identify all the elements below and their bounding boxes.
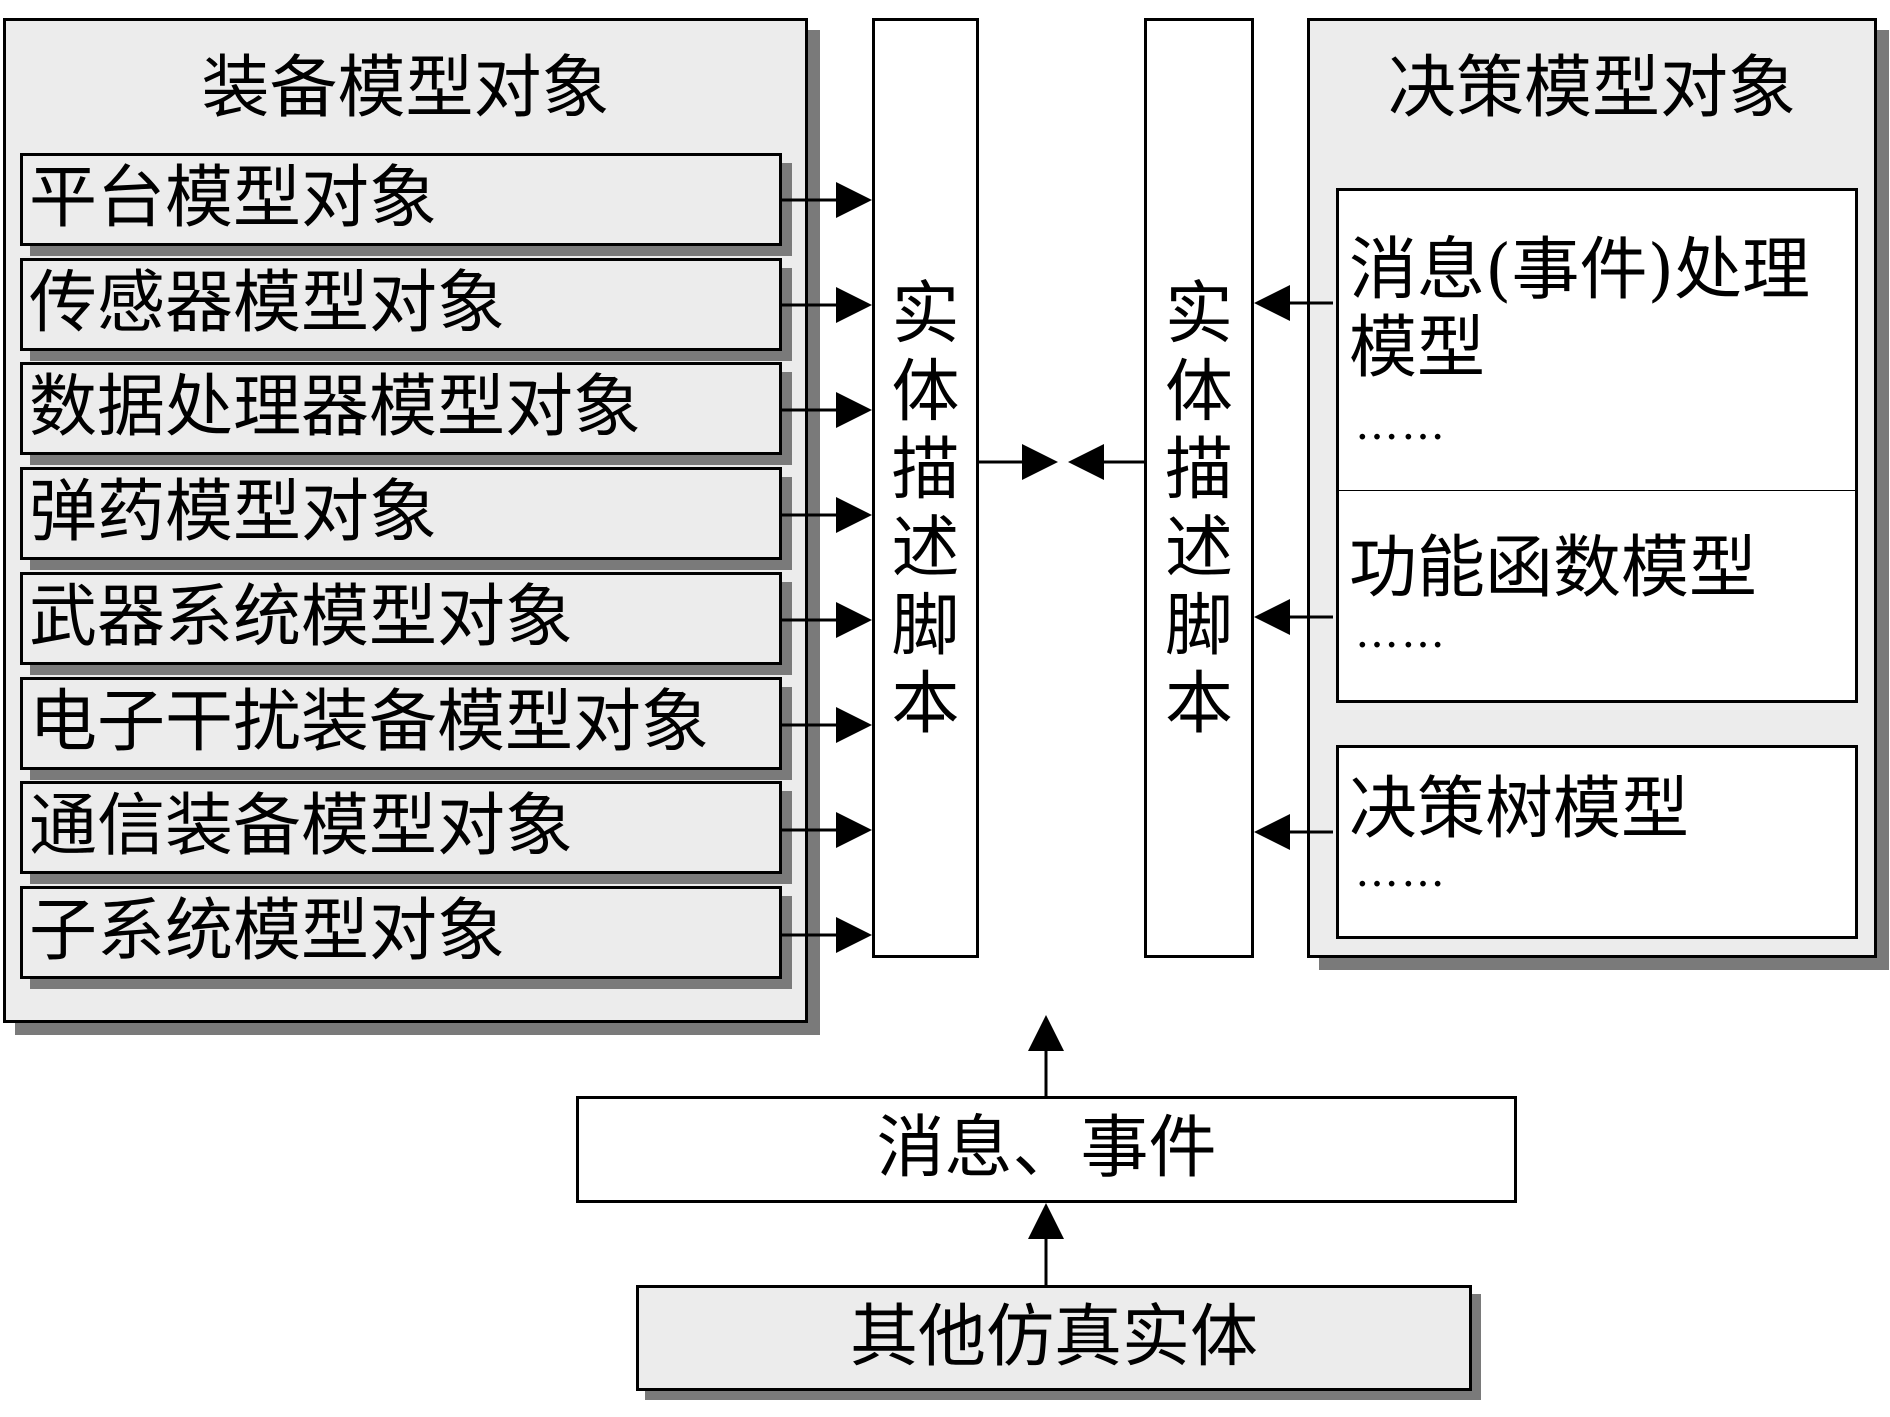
entity-script-left-char: 描 — [891, 431, 960, 510]
entity-script-right-char: 实 — [1164, 275, 1233, 354]
decision-tree-model-ellipsis: …… — [1355, 846, 1447, 897]
equipment-to-script-arrow — [780, 707, 872, 743]
equipment-item-communication: 通信装备模型对象 — [20, 781, 782, 874]
equipment-to-script-arrow — [780, 602, 872, 638]
messages-up-arrow — [1028, 1015, 1064, 1096]
equipment-item-weapon-system: 武器系统模型对象 — [20, 572, 782, 665]
entity-script-left-char: 述 — [891, 509, 960, 588]
entity-script-left-char: 实 — [891, 275, 960, 354]
function-model-ellipsis: …… — [1355, 607, 1447, 658]
entity-script-left: 实 体 描 述 脚 本 — [872, 18, 979, 958]
entity-script-right-label: 实 体 描 述 脚 本 — [1147, 276, 1251, 744]
entity-script-left-char: 本 — [891, 665, 960, 744]
equipment-item-data-processor: 数据处理器模型对象 — [20, 362, 782, 455]
messages-events-label: 消息、事件 — [876, 1109, 1217, 1188]
other-entities-to-messages-arrow — [1028, 1203, 1064, 1285]
event-model-to-script-arrow — [1254, 285, 1333, 321]
equipment-to-script-arrow — [780, 497, 872, 533]
entity-script-right-char: 脚 — [1164, 587, 1233, 666]
equipment-to-script-arrow — [780, 917, 872, 953]
equipment-to-script-arrow — [780, 392, 872, 428]
decision-tree-model-box: 决策树模型 …… — [1336, 745, 1858, 939]
equipment-item-ammunition: 弹药模型对象 — [20, 467, 782, 560]
event-handling-model-box: 消息(事件)处理 模型 …… — [1336, 188, 1858, 492]
entity-script-right-char: 述 — [1164, 509, 1233, 588]
event-handling-model-label-1: 消息(事件)处理 — [1349, 231, 1811, 310]
equipment-item-ecm: 电子干扰装备模型对象 — [20, 677, 782, 770]
entity-script-left-char: 体 — [891, 353, 960, 432]
entity-script-right-char: 描 — [1164, 431, 1233, 510]
event-handling-model-ellipsis: …… — [1355, 399, 1447, 450]
equipment-item-platform: 平台模型对象 — [20, 153, 782, 246]
equipment-to-script-arrow — [780, 182, 872, 218]
equipment-to-script-arrow — [780, 287, 872, 323]
equipment-panel-title: 装备模型对象 — [201, 49, 610, 128]
left-script-arrow — [979, 444, 1058, 480]
other-simulation-entities-label: 其他仿真实体 — [849, 1298, 1258, 1377]
decision-tree-model-label: 决策树模型 — [1349, 770, 1690, 849]
equipment-item-subsystem: 子系统模型对象 — [20, 886, 782, 979]
entity-script-right-char: 本 — [1164, 665, 1233, 744]
equipment-model-panel: 装备模型对象 平台模型对象 传感器模型对象 数据处理器模型对象 弹药模型对象 武… — [3, 18, 808, 1023]
entity-script-left-char: 脚 — [891, 587, 960, 666]
entity-script-right-char: 体 — [1164, 353, 1233, 432]
messages-events-box: 消息、事件 — [576, 1096, 1517, 1203]
entity-script-left-label: 实 体 描 述 脚 本 — [875, 276, 976, 744]
function-model-label: 功能函数模型 — [1349, 529, 1758, 608]
function-model-to-script-arrow — [1254, 599, 1333, 635]
decision-panel-title: 决策模型对象 — [1387, 49, 1796, 128]
tree-model-to-script-arrow — [1254, 814, 1333, 850]
equipment-to-script-arrow — [780, 812, 872, 848]
decision-model-panel: 决策模型对象 消息(事件)处理 模型 …… 功能函数模型 …… 决策树模型 …… — [1307, 18, 1877, 958]
function-model-box: 功能函数模型 …… — [1336, 490, 1858, 703]
event-handling-model-label-2: 模型 — [1349, 309, 1486, 388]
entity-script-right: 实 体 描 述 脚 本 — [1144, 18, 1254, 958]
equipment-item-sensor: 传感器模型对象 — [20, 258, 782, 351]
other-simulation-entities-box: 其他仿真实体 — [636, 1285, 1472, 1391]
right-script-arrow — [1068, 444, 1144, 480]
